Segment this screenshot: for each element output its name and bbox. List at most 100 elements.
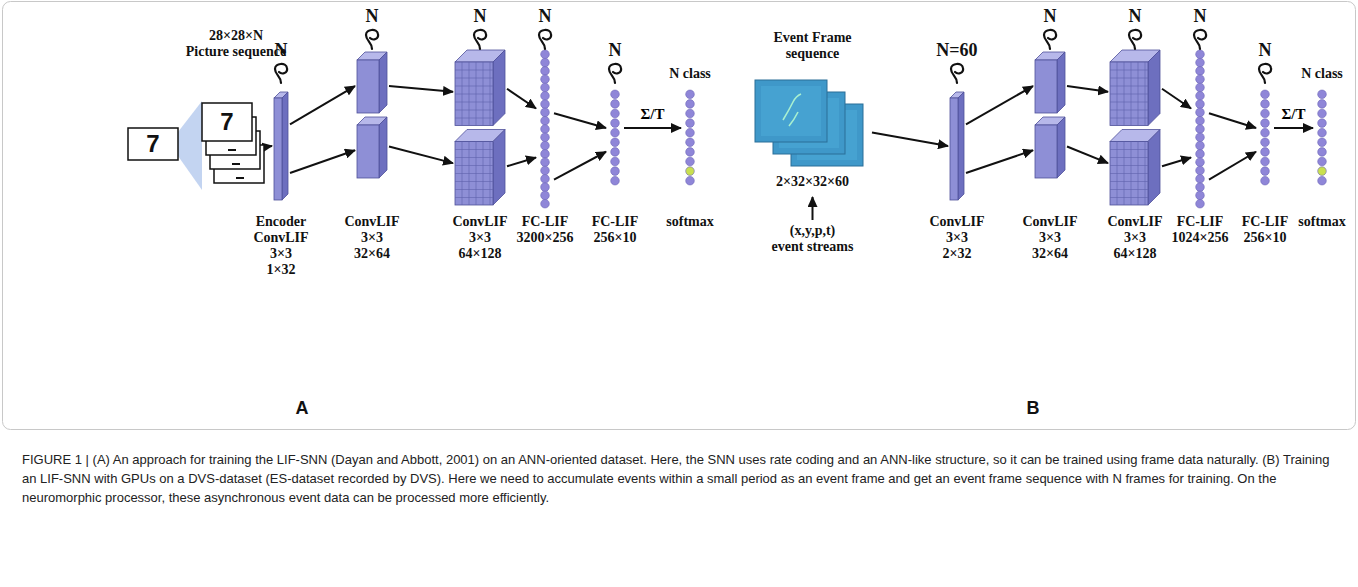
layer-shape (118, 95, 260, 200)
layer-shape (950, 92, 964, 200)
neuron-dot (1196, 92, 1205, 101)
layer-node: NConvLIF 3×3 32×64 (1035, 52, 1065, 178)
neuron-dot (541, 67, 550, 76)
layer-node: Event Frame sequence2×32×32×60 (755, 70, 870, 195)
layer-node: NConvLIF 3×3 64×128 (455, 50, 505, 205)
arrow-connector (507, 89, 536, 109)
slab-face (1110, 142, 1148, 206)
neuron-dot (1261, 148, 1270, 157)
recurrence-loop (1257, 61, 1271, 156)
neuron-dot (686, 90, 695, 99)
neuron-dot (541, 125, 550, 134)
grid-line (1110, 189, 1148, 190)
arrow-connector (1162, 89, 1191, 109)
neuron-dot (541, 183, 550, 192)
neuron-dot (611, 157, 620, 166)
slab-face (950, 98, 958, 200)
time-steps: N (609, 40, 622, 60)
grid-line (1110, 149, 1148, 150)
layer-label: FC-LIF 256×10 (1242, 214, 1289, 246)
slab-face (1035, 125, 1057, 178)
grid-line (455, 189, 493, 190)
layer-node: NEncoder ConvLIF 3×3 1×32 (274, 92, 288, 200)
neuron-dot (611, 119, 620, 128)
grid-line (1110, 197, 1148, 198)
time-steps: N=60 (936, 40, 977, 60)
neuron-dot (1261, 138, 1270, 147)
encode-fan (178, 101, 202, 190)
layer-node: NConvLIF 3×3 32×64 (357, 52, 387, 178)
grid-line (1110, 70, 1148, 71)
neuron-dot (1196, 175, 1205, 184)
digit-glyph: 7 (220, 110, 233, 134)
layer-label: FC-LIF 3200×256 (517, 214, 574, 246)
grid-line (1110, 86, 1148, 87)
slab-side (282, 92, 288, 200)
loop-stroke (366, 30, 378, 49)
loop-stroke (1129, 30, 1141, 49)
arrow-connector (290, 86, 355, 124)
grid-line (1110, 118, 1148, 119)
layer-label: N class (669, 66, 711, 82)
neuron-dot (1318, 157, 1327, 166)
arrow-connector (1274, 127, 1313, 129)
edge-label: Σ/T (1280, 106, 1308, 123)
digit-glyph: 7 (146, 132, 159, 156)
layer-label: Event Frame sequence (773, 30, 851, 62)
grid-line (455, 173, 493, 174)
arrow-connector (554, 152, 606, 180)
layer-shape (274, 92, 288, 200)
layer-node: 28×28×N Picture sequence77 (118, 95, 260, 200)
layer-shape (455, 50, 505, 205)
neuron-dot (611, 167, 620, 176)
neuron-dot (1196, 83, 1205, 92)
event-frame-glow (761, 86, 821, 136)
neuron-dot (1196, 67, 1205, 76)
neuron-dot (1196, 150, 1205, 159)
arrow-connector (966, 86, 1033, 124)
layer-node: NFC-LIF 1024×256 (1193, 50, 1207, 208)
neuron-dot (1318, 138, 1327, 147)
neuron-dot (1196, 191, 1205, 200)
neuron-dot (1261, 109, 1270, 118)
layer-label: (x,y,p,t) event streams (772, 223, 854, 255)
recurrence-loop (1192, 27, 1206, 185)
grid-line (455, 118, 493, 119)
neuron-dot (686, 138, 695, 147)
slab-side (379, 52, 387, 113)
neuron-dot (686, 176, 695, 185)
loop-stroke (275, 64, 287, 83)
layer-shape (608, 90, 622, 185)
layer-shape (538, 50, 552, 208)
neuron-dot (1196, 199, 1205, 208)
neuron-dot (541, 133, 550, 142)
layer-node: NFC-LIF 256×10 (608, 90, 622, 185)
time-steps: N (539, 6, 552, 26)
slab-side (1057, 52, 1065, 113)
layer-label: FC-LIF 1024×256 (1172, 214, 1229, 246)
neuron-dot (1196, 125, 1205, 134)
time-steps: N (1044, 6, 1057, 26)
neuron-dot (611, 109, 620, 118)
slab-side (493, 50, 505, 126)
neuron-dot (541, 108, 550, 117)
neuron-dot (686, 119, 695, 128)
slab-side (493, 130, 505, 206)
layer-node: NConvLIF 3×3 64×128 (1110, 50, 1160, 205)
grid-line (1110, 78, 1148, 79)
grid-line (1110, 165, 1148, 166)
slab-side (1057, 117, 1065, 178)
grid-line (455, 70, 493, 71)
arrow-connector (1209, 152, 1256, 180)
layer-label: FC-LIF 256×10 (592, 214, 639, 246)
text-node: (x,y,p,t) event streams (755, 222, 870, 258)
neuron-dot (541, 175, 550, 184)
time-steps: N (275, 40, 288, 60)
grid-line (1110, 94, 1148, 95)
input-image (128, 128, 178, 160)
layer-node: NFC-LIF 256×10 (1258, 90, 1272, 185)
grid-line (1110, 110, 1148, 111)
arrow-connector (1067, 147, 1108, 164)
panel-letter: B (1027, 398, 1040, 418)
